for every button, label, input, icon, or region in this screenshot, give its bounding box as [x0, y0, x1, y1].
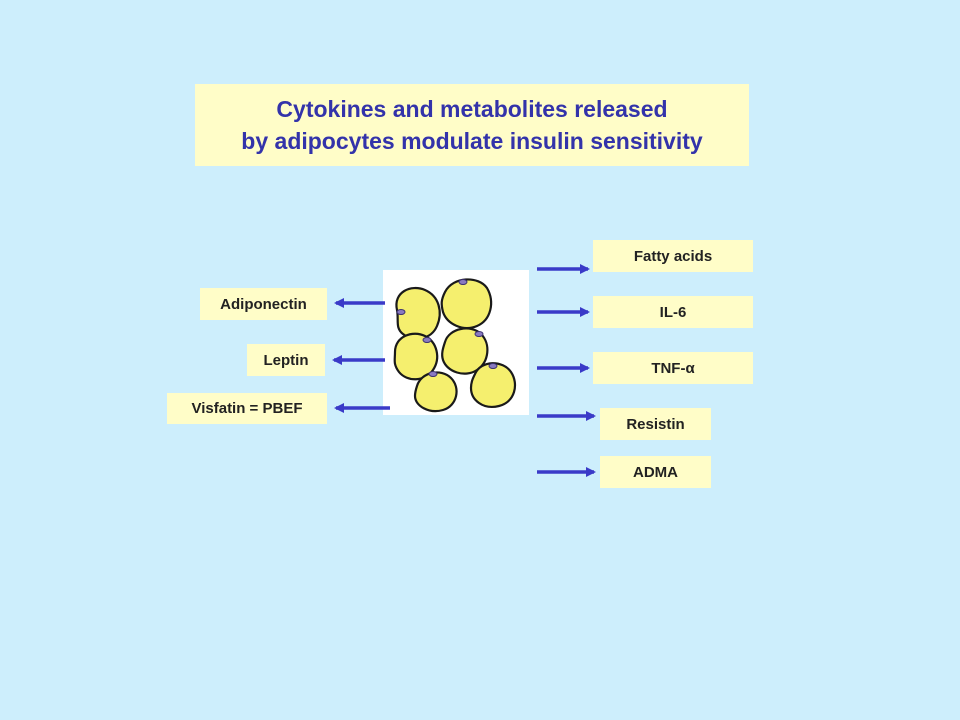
title-line-1: Cytokines and metabolites released	[276, 96, 668, 122]
label-tnf-alpha: TNF-α	[593, 352, 753, 384]
label-leptin: Leptin	[247, 344, 325, 376]
label-visfatin: Visfatin = PBEF	[167, 393, 327, 424]
adipocyte-illustration	[383, 270, 529, 415]
fat-cell	[440, 278, 493, 330]
label-fatty-acids: Fatty acids	[593, 240, 753, 272]
fat-cell	[413, 371, 458, 413]
fat-cell	[469, 362, 517, 408]
title-box: Cytokines and metabolites released by ad…	[195, 84, 749, 166]
label-resistin: Resistin	[600, 408, 711, 440]
adipocyte-cells-graphic	[393, 278, 517, 413]
title-line-2: by adipocytes modulate insulin sensitivi…	[241, 128, 703, 154]
label-adma: ADMA	[600, 456, 711, 488]
fat-cell	[393, 332, 439, 381]
label-adiponectin: Adiponectin	[200, 288, 327, 320]
fat-cell	[395, 286, 441, 340]
label-il6: IL-6	[593, 296, 753, 328]
